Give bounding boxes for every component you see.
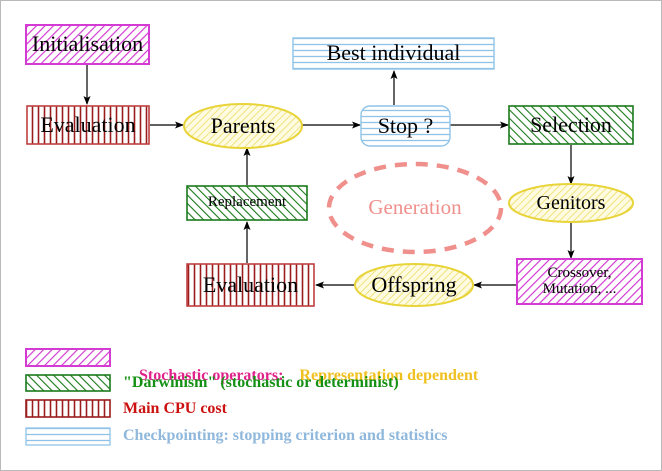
node-evaluation-top-shape [26,105,150,145]
legend-swatch-stochastic [25,348,111,367]
legend-stochastic-primary: Stochastic operators: [139,367,284,384]
edges-group [83,64,575,289]
legend-label-stochastic: Stochastic operators: Representation depe… [123,349,478,403]
legend-label-cpu: Main CPU cost [123,400,227,417]
legend-swatch-darwinism [25,374,111,392]
legend-swatch-cpu [25,399,111,418]
node-evaluation-bottom-shape [186,263,315,307]
legend-label-darwinism: "Darwinism" (stochastic or determinist) [123,374,399,391]
node-selection-shape [508,105,634,145]
node-crossover-shape [516,258,643,305]
node-parents-shape [183,103,303,149]
node-offspring-shape [354,263,474,307]
node-best-individual-shape [292,37,495,70]
legend-stochastic-secondary: Representation dependent [299,367,479,384]
legend-label-checkpointing: Checkpointing: stopping criterion and st… [123,427,448,444]
legend-swatch-checkpointing [25,427,111,446]
node-initialisation-shape [25,24,150,65]
node-generation-shape [326,161,504,255]
node-genitors-shape [508,183,634,223]
node-replacement-shape [186,185,308,221]
node-stop-shape [360,105,451,147]
